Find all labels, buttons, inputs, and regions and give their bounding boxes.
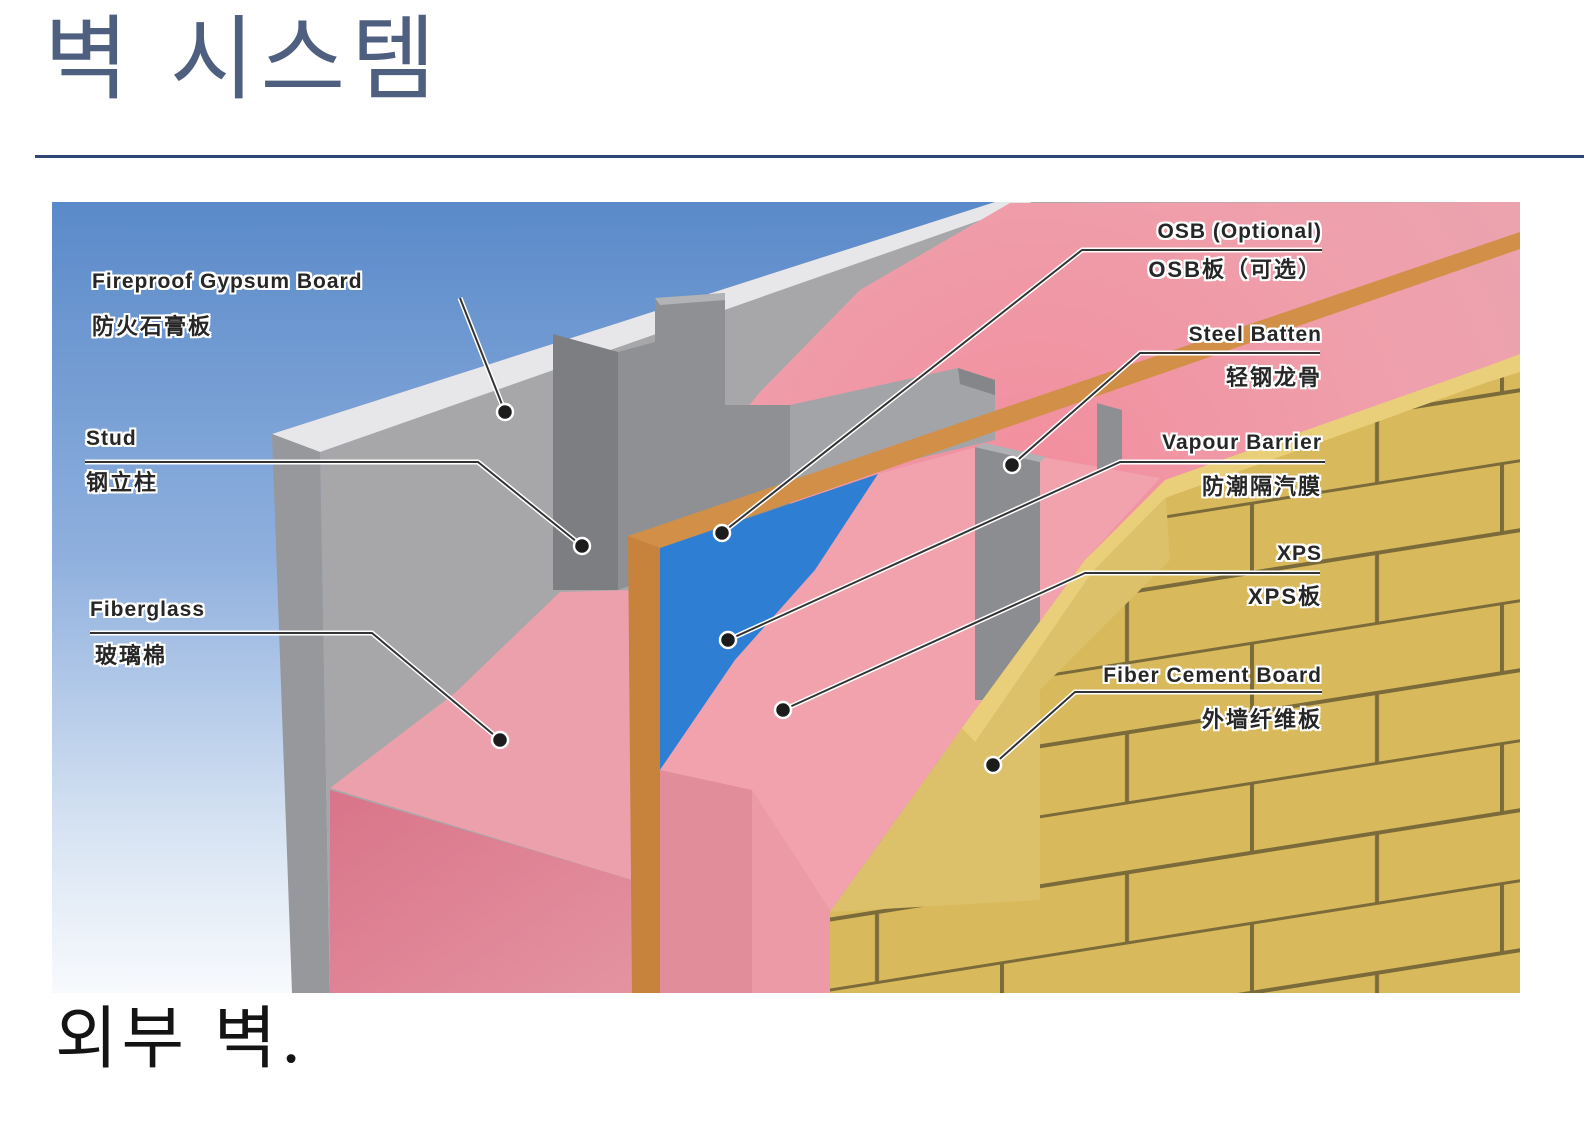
label-stud-en: Stud bbox=[86, 427, 137, 450]
label-gypsum-en: Fireproof Gypsum Board bbox=[92, 270, 363, 293]
right-stud bbox=[975, 447, 1040, 700]
right-stud-lip bbox=[975, 443, 1046, 462]
gypsum-board-side bbox=[272, 434, 330, 993]
leader-xps bbox=[782, 572, 1320, 711]
label-fiberglass-zh: 玻璃棉 bbox=[95, 643, 168, 668]
dot-fiberglass bbox=[490, 730, 510, 750]
diagram-canvas bbox=[52, 202, 1520, 993]
leader-gypsum bbox=[459, 297, 506, 413]
leader-lines bbox=[85, 247, 1325, 767]
label-osb-en: OSB (Optional) bbox=[1157, 220, 1322, 243]
label-steel-batten-zh: 轻钢龙骨 bbox=[1225, 365, 1322, 390]
xps-side-face bbox=[752, 790, 830, 993]
label-fiber-cement-en: Fiber Cement Board bbox=[1103, 664, 1322, 687]
title-divider bbox=[35, 155, 1584, 158]
stud-top-lip bbox=[655, 293, 725, 305]
right-batten-clip bbox=[1097, 403, 1122, 470]
xps-front-face bbox=[660, 770, 752, 993]
fiberglass-block-front bbox=[330, 790, 632, 993]
leader-steel-batten bbox=[1011, 352, 1320, 466]
dot-stud bbox=[572, 536, 592, 556]
stud-web bbox=[553, 334, 618, 590]
label-osb-zh: OSB板（可选） bbox=[1148, 257, 1322, 282]
label-xps-en: XPS bbox=[1276, 542, 1322, 565]
gypsum-board-top-edge bbox=[272, 202, 1032, 452]
osb-board-front bbox=[628, 536, 660, 993]
dot-fiber-cement bbox=[983, 755, 1003, 775]
label-xps-zh: XPS板 bbox=[1247, 584, 1322, 609]
dot-osb bbox=[712, 523, 732, 543]
wall-system-diagram bbox=[52, 202, 1520, 993]
leader-fiber-cement bbox=[992, 691, 1322, 766]
steel-batten-lip bbox=[958, 368, 995, 395]
leader-fiberglass bbox=[90, 632, 501, 741]
leader-dots bbox=[490, 402, 1022, 775]
dot-steel-batten bbox=[1002, 455, 1022, 475]
dot-gypsum bbox=[495, 402, 515, 422]
label-vapour-barrier-en: Vapour Barrier bbox=[1162, 431, 1322, 454]
dot-vapour-barrier bbox=[718, 630, 738, 650]
dot-xps bbox=[773, 700, 793, 720]
fiberglass-block-top bbox=[330, 590, 632, 880]
label-stud-zh: 钢立柱 bbox=[86, 470, 159, 495]
label-fiber-cement-zh: 外墙纤维板 bbox=[1201, 707, 1322, 732]
figure-caption: 외부 벽. bbox=[55, 1000, 306, 1079]
vapour-barrier bbox=[660, 474, 878, 770]
page-title: 벽 시스템 bbox=[44, 6, 442, 113]
leader-osb bbox=[721, 249, 1322, 534]
leader-vapour-barrier bbox=[727, 461, 1325, 641]
osb-top-edge bbox=[628, 232, 1520, 548]
leader-stud bbox=[85, 461, 583, 547]
label-steel-batten-en: Steel Batten bbox=[1188, 323, 1322, 346]
label-vapour-barrier-zh: 防潮隔汽膜 bbox=[1201, 474, 1322, 499]
steel-batten bbox=[790, 368, 995, 480]
label-fiberglass-en: Fiberglass bbox=[90, 598, 206, 621]
label-gypsum-zh: 防火石膏板 bbox=[92, 314, 213, 339]
